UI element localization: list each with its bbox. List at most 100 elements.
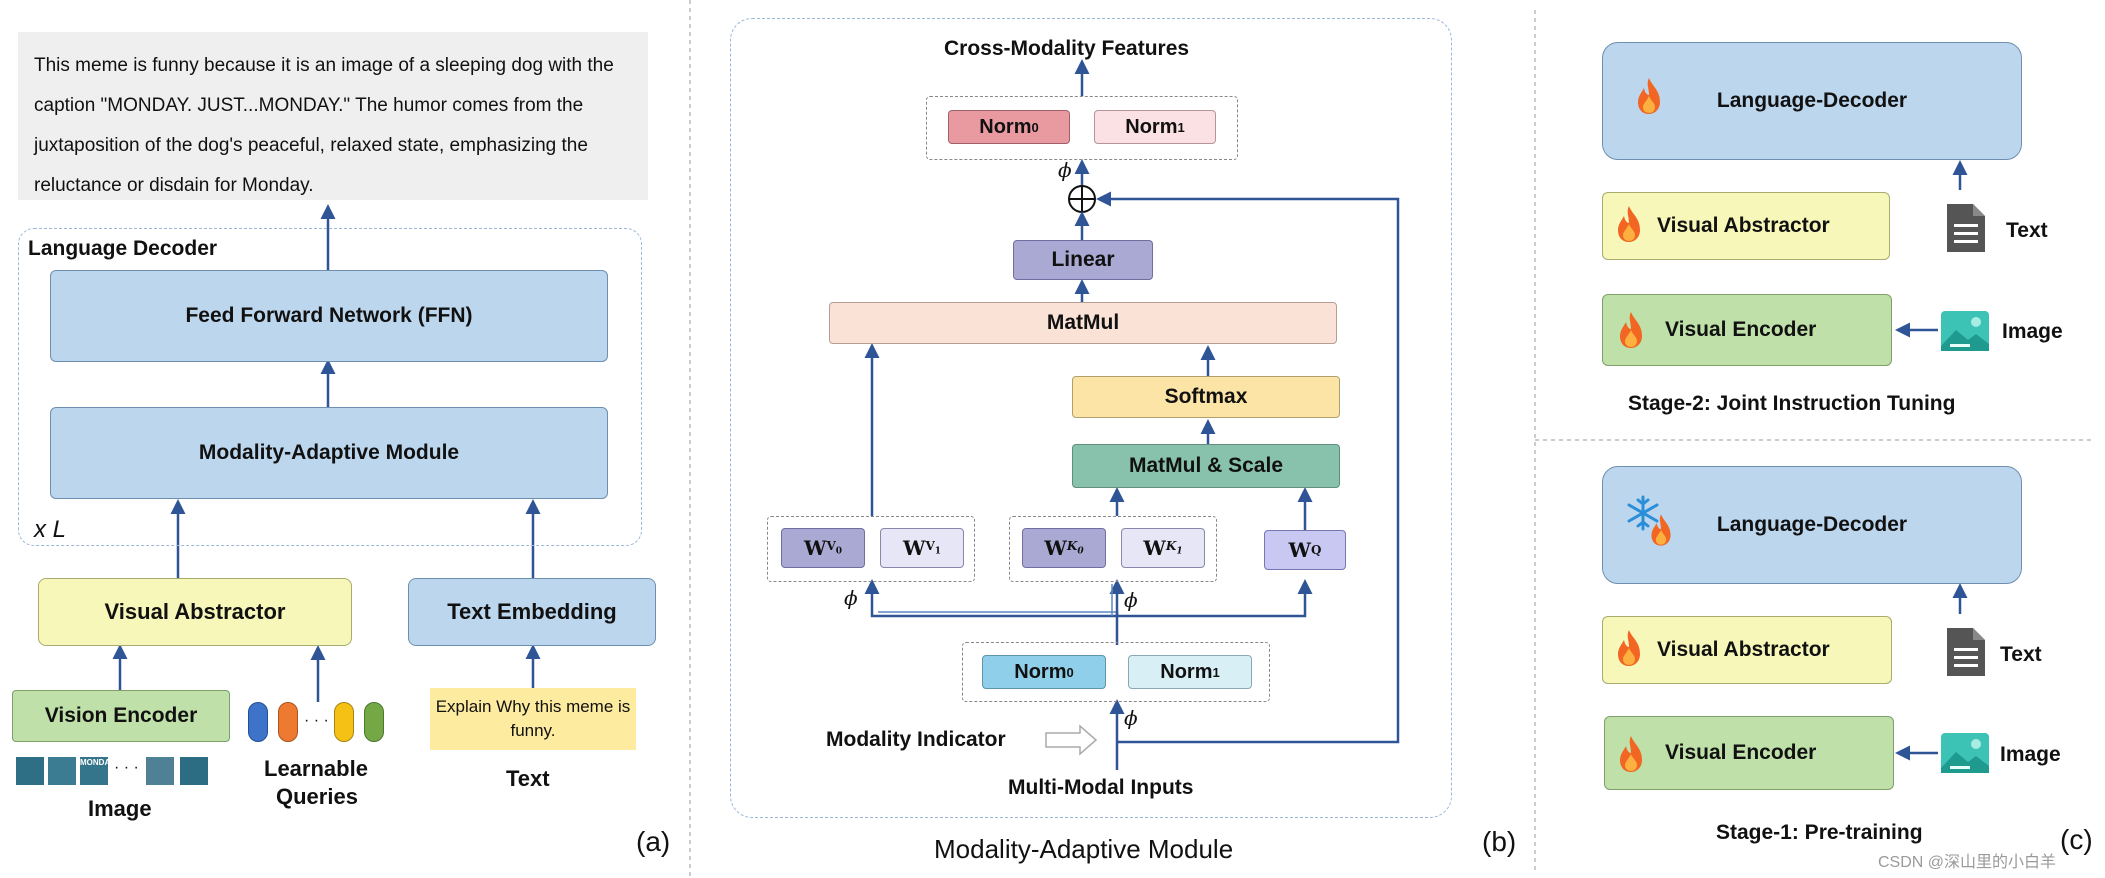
- w-symbol: W: [1288, 538, 1311, 562]
- linear-label: Linear: [1051, 248, 1115, 271]
- norm-label: Norm: [1160, 660, 1213, 683]
- encoder-label: Visual Encoder: [1665, 741, 1817, 764]
- ellipsis: · · ·: [114, 759, 139, 776]
- weight-superscript: Q: [1311, 543, 1322, 557]
- stage2-decoder-block: Language-Decoder: [1602, 42, 2022, 160]
- stage2-abstractor-block: Visual Abstractor: [1602, 192, 1890, 260]
- stage1-decoder-block: Language-Decoder: [1602, 466, 2022, 584]
- fire-icon: [1614, 204, 1644, 249]
- snowflake-icon: [1624, 494, 1662, 537]
- panel-b-caption: Modality-Adaptive Module: [934, 834, 1234, 864]
- language-decoder-container: [18, 228, 642, 546]
- visual-abstractor-block: Visual Abstractor: [38, 578, 352, 646]
- mam-block: Modality-Adaptive Module: [50, 407, 608, 499]
- abstractor-label: Visual Abstractor: [1657, 214, 1830, 237]
- fire-icon: [1616, 734, 1646, 779]
- ffn-block: Feed Forward Network (FFN): [50, 270, 608, 362]
- mam-detail-container: [730, 18, 1452, 818]
- norm-subscript: 1: [1212, 664, 1220, 680]
- text-embedding-block: Text Embedding: [408, 578, 656, 646]
- softmax-block: Softmax: [1072, 376, 1340, 418]
- language-decoder-label: Language Decoder: [28, 237, 218, 260]
- image-icon: [1940, 732, 1990, 779]
- fire-icon: [1616, 310, 1646, 355]
- query-token: [278, 702, 298, 742]
- stage2-image-label: Image: [2002, 320, 2063, 343]
- multi-modal-inputs-label: Multi-Modal Inputs: [1008, 776, 1194, 799]
- w-symbol: W: [1044, 536, 1067, 560]
- thumbnail-caption: MONDAY: [80, 758, 115, 767]
- output-text: This meme is funny because it is an imag…: [34, 55, 614, 196]
- image-icon: [1940, 310, 1990, 357]
- value-weights-group: [767, 516, 975, 582]
- matmul-block: MatMul: [829, 302, 1337, 344]
- output-norm-group: [926, 96, 1238, 160]
- phi-symbol: ϕ: [844, 586, 858, 610]
- ffn-label: Feed Forward Network (FFN): [185, 304, 473, 327]
- image-label: Image: [88, 796, 152, 821]
- phi-symbol: ϕ: [1058, 158, 1072, 182]
- weight-subscript: 0: [835, 546, 843, 557]
- query-token: [364, 702, 384, 742]
- w-symbol: W: [902, 536, 926, 560]
- fire-icon: [1648, 512, 1674, 553]
- query-token: [334, 702, 354, 742]
- matmul-scale-label: MatMul & Scale: [1128, 454, 1284, 477]
- weight-superscript: K: [1066, 539, 1078, 554]
- learnable-queries-tokens: · · ·: [248, 702, 388, 744]
- weight-superscript: V: [925, 539, 935, 554]
- output-text-box: This meme is funny because it is an imag…: [18, 32, 648, 200]
- norm-label: Norm: [1125, 115, 1178, 138]
- thumbnail: [48, 757, 76, 785]
- visual-abstractor-label: Visual Abstractor: [104, 599, 286, 624]
- abstractor-label: Visual Abstractor: [1657, 638, 1830, 661]
- repeat-label: x L: [34, 516, 67, 543]
- softmax-label: Softmax: [1164, 385, 1248, 408]
- panel-a-letter: (a): [636, 826, 671, 857]
- weight-subscript: 1: [934, 546, 942, 557]
- fire-icon: [1614, 628, 1644, 673]
- input-norm-group: [962, 642, 1270, 702]
- matmul-scale-block: MatMul & Scale: [1072, 444, 1340, 488]
- phi-symbol: ϕ: [1124, 588, 1138, 612]
- stage1-text-label: Text: [2000, 643, 2042, 666]
- w-symbol: W: [803, 536, 827, 560]
- weight-subscript: 1: [1176, 546, 1183, 557]
- fire-icon: [1634, 76, 1664, 121]
- thumbnail: MONDAY: [80, 757, 115, 785]
- document-icon: [1945, 202, 1987, 259]
- norm-subscript: 1: [1177, 119, 1185, 135]
- weight-superscript: V: [826, 539, 836, 554]
- thumbnail: [180, 757, 208, 785]
- matmul-label: MatMul: [1046, 311, 1120, 334]
- learnable-queries-label-1: Learnable: [264, 756, 368, 781]
- prompt-box: Explain Why this meme is funny.: [430, 688, 636, 750]
- modality-indicator-label: Modality Indicator: [826, 728, 1006, 751]
- w-symbol: W: [1143, 536, 1166, 560]
- panel-b-letter: (b): [1482, 826, 1517, 857]
- stage1-abstractor-block: Visual Abstractor: [1602, 616, 1892, 684]
- text-embedding-label: Text Embedding: [447, 599, 617, 624]
- thumbnail: [16, 757, 44, 785]
- decoder-label: Language-Decoder: [1716, 513, 1908, 536]
- cross-modality-features-label: Cross-Modality Features: [944, 37, 1190, 60]
- stage1-encoder-block: Visual Encoder: [1604, 716, 1894, 790]
- image-thumbnails: MONDAY · · ·: [16, 757, 216, 785]
- watermark: CSDN @深山里的小白羊: [1878, 854, 2057, 871]
- stage1-title: Stage-1: Pre-training: [1716, 821, 1923, 844]
- panel-c-letter: (c): [2060, 824, 2093, 855]
- ellipsis: · · ·: [304, 712, 329, 729]
- text-label: Text: [506, 766, 550, 791]
- encoder-label: Visual Encoder: [1665, 318, 1817, 341]
- norm-subscript: 0: [1066, 664, 1074, 680]
- decoder-label: Language-Decoder: [1716, 89, 1908, 112]
- vision-encoder-block: Vision Encoder: [12, 690, 230, 742]
